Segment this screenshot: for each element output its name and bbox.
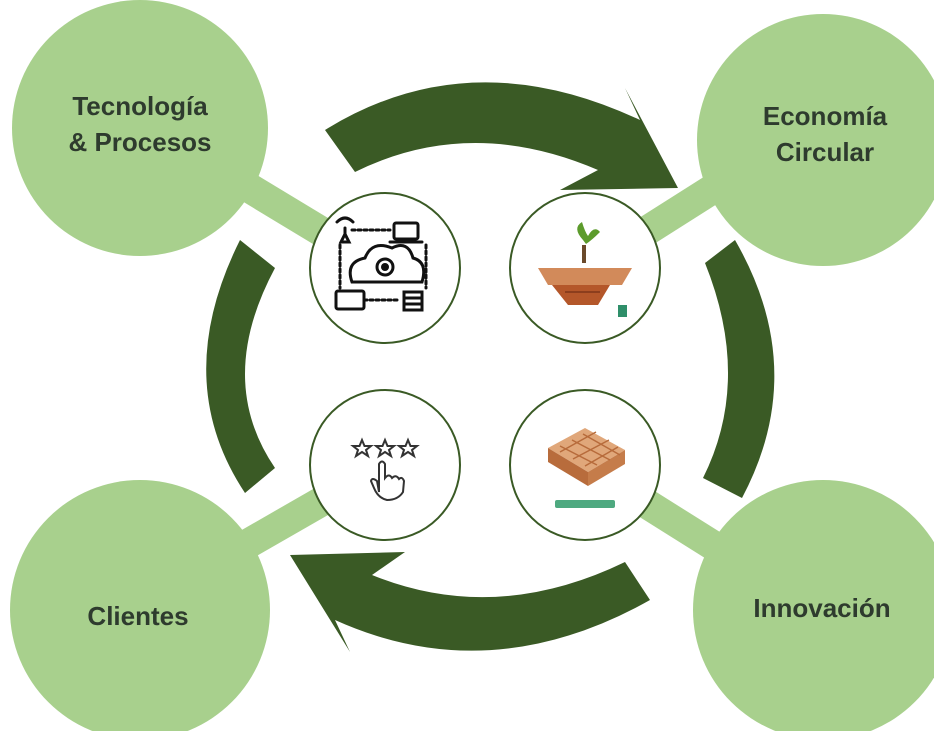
cloud-network-gear-icon (334, 216, 428, 312)
wooden-pallet-plant-icon (538, 222, 632, 317)
arc-left (206, 240, 275, 493)
small-circles (309, 192, 661, 541)
hand-tap-stars-icon (350, 437, 420, 502)
label-clientes: Clientes (18, 598, 258, 634)
label-innovacion-line1: Innovación (753, 593, 891, 623)
label-clientes-line1: Clientes (87, 601, 189, 631)
circle-economia (697, 14, 934, 266)
pallet-box-icon (548, 428, 625, 508)
circle-innovacion (693, 480, 934, 731)
arrow-bottom (290, 552, 650, 652)
label-tecnologia-line1: Tecnología (72, 91, 208, 121)
connectors (142, 127, 808, 614)
cycle-arrows (206, 82, 775, 652)
circle-clientes (10, 480, 270, 731)
big-circles (10, 0, 934, 731)
label-economia: Economía Circular (712, 98, 934, 170)
label-tecnologia-line2: & Procesos (68, 127, 212, 157)
arrow-top (325, 82, 678, 190)
label-tecnologia: Tecnología & Procesos (20, 88, 260, 160)
arc-right (703, 240, 775, 498)
label-economia-line2: Circular (775, 137, 875, 167)
label-economia-line1: Economía (762, 101, 888, 131)
label-innovacion: Innovación (710, 590, 934, 626)
circle-tecnologia (12, 0, 268, 256)
